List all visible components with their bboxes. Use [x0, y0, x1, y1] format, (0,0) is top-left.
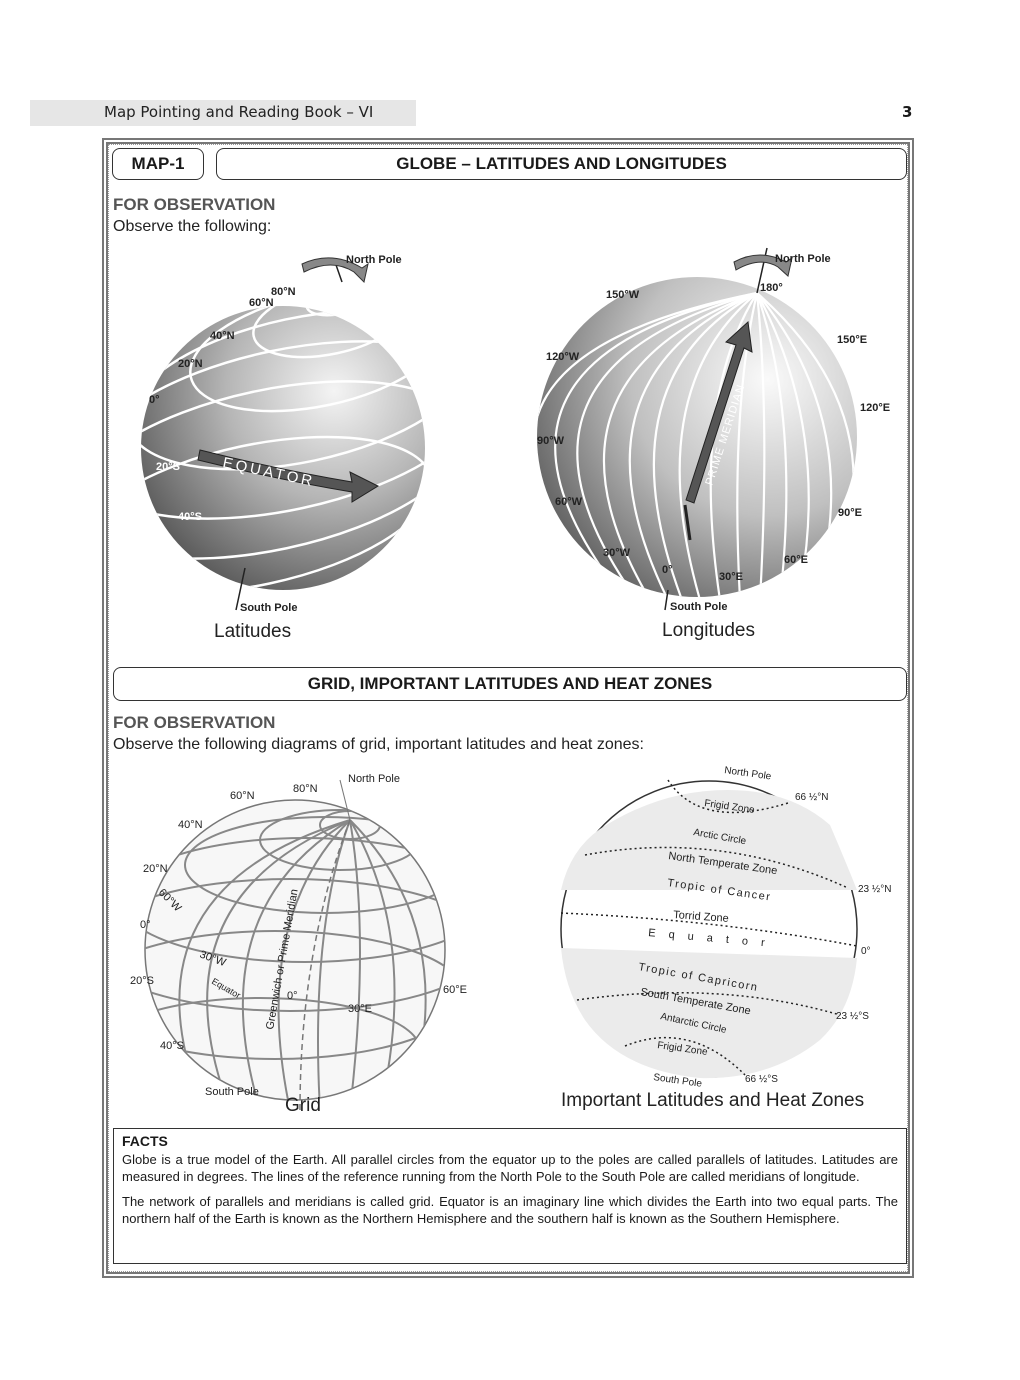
latitudes-caption: Latitudes — [214, 621, 292, 642]
grid-label-0-center: 0° — [287, 990, 298, 1002]
grid-label-south-pole: South Pole — [205, 1086, 259, 1098]
lat-label-40n: 40°N — [210, 330, 235, 342]
lon-label-60w: 60°W — [555, 496, 583, 508]
lat-label-80n: 80°N — [271, 286, 296, 298]
grid-label-80n: 80°N — [293, 783, 318, 795]
zones-label-23n: 23 ½°N — [858, 884, 891, 895]
longitudes-south-axis — [664, 589, 669, 611]
grid-north-axis — [339, 779, 351, 821]
page-number: 3 — [902, 103, 913, 121]
facts-paragraph-1: Globe is a true model of the Earth. All … — [122, 1152, 898, 1184]
lon-label-south-pole: South Pole — [670, 601, 727, 613]
grid-label-40s: 40°S — [160, 1040, 184, 1052]
grid-label-60e: 60°E — [443, 984, 467, 996]
prime-meridian-line — [683, 504, 692, 541]
longitudes-caption: Longitudes — [662, 620, 755, 641]
lat-label-20s: 20°S — [156, 461, 180, 473]
grid-sphere — [144, 799, 446, 1101]
northern-zones-fill — [561, 790, 857, 890]
page-frame-inner — [108, 144, 908, 1272]
lon-label-120w: 120°W — [546, 351, 580, 363]
header-band — [30, 100, 416, 126]
prime-meridian-dashed-line — [299, 819, 351, 1111]
facts-paragraph-2: The network of parallels and meridians i… — [122, 1194, 898, 1226]
lat-label-40s: 40°S — [178, 511, 202, 523]
grid-label-north-pole: North Pole — [348, 773, 400, 785]
longitudes-sphere — [537, 277, 857, 597]
section1-obs-heading: FOR OBSERVATION — [113, 195, 276, 214]
section1-obs-text: Observe the following: — [113, 218, 272, 235]
lat-label-0: 0° — [149, 394, 160, 406]
zones-label-0: 0° — [861, 946, 871, 957]
grid-label-0-left: 0° — [140, 919, 151, 931]
lon-label-north-pole: North Pole — [775, 253, 831, 265]
book-title: Map Pointing and Reading Book – VI — [104, 103, 374, 121]
southern-zones-fill — [561, 948, 857, 1079]
lon-label-120e: 120°E — [860, 402, 890, 414]
grid-label-20n: 20°N — [143, 863, 168, 875]
lat-label-60n: 60°N — [249, 297, 274, 309]
lon-label-60e: 60°E — [784, 554, 808, 566]
rotation-arrow-icon — [301, 257, 369, 283]
grid-label-40n: 40°N — [178, 819, 203, 831]
rotation-arrow-icon — [733, 254, 793, 277]
section2-obs-heading: FOR OBSERVATION — [113, 713, 276, 732]
zones-label-torrid: Torrid Zone — [673, 909, 729, 925]
lon-label-90e: 90°E — [838, 507, 862, 519]
facts-box: FACTS Globe is a true model of the Earth… — [113, 1128, 907, 1264]
lat-label-south-pole: South Pole — [240, 602, 297, 614]
latitudes-south-axis — [235, 567, 246, 611]
facts-heading: FACTS — [122, 1133, 168, 1149]
section2-title: GRID, IMPORTANT LATITUDES AND HEAT ZONES — [113, 667, 907, 701]
grid-label-30e: 30°E — [348, 1003, 372, 1015]
lat-label-north-pole: North Pole — [346, 254, 402, 266]
zones-label-66n: 66 ½°N — [795, 792, 828, 803]
zones-label-north-pole: North Pole — [724, 765, 773, 783]
grid-caption: Grid — [285, 1095, 321, 1116]
lon-label-30e: 30°E — [719, 571, 743, 583]
lon-label-180: 180° — [760, 282, 783, 294]
section1-title: GLOBE – LATITUDES AND LONGITUDES — [216, 148, 907, 180]
zones-label-66s: 66 ½°S — [745, 1074, 778, 1085]
grid-label-20s: 20°S — [130, 975, 154, 987]
map-tag: MAP-1 — [112, 148, 204, 180]
lat-label-20n: 20°N — [178, 358, 203, 370]
lon-label-90w: 90°W — [537, 435, 565, 447]
equator-arrow — [197, 449, 380, 503]
lon-label-0: 0° — [662, 564, 673, 576]
lon-label-30w: 30°W — [603, 547, 631, 559]
lon-label-150e: 150°E — [837, 334, 867, 346]
page-frame — [102, 138, 914, 1278]
zones-label-23s: 23 ½°S — [836, 1011, 869, 1022]
section2-obs-text: Observe the following diagrams of grid, … — [113, 736, 644, 753]
prime-meridian-arrow — [685, 320, 753, 504]
grid-label-60n: 60°N — [230, 790, 255, 802]
zones-caption: Important Latitudes and Heat Zones — [561, 1090, 865, 1111]
lon-label-150w: 150°W — [606, 289, 640, 301]
